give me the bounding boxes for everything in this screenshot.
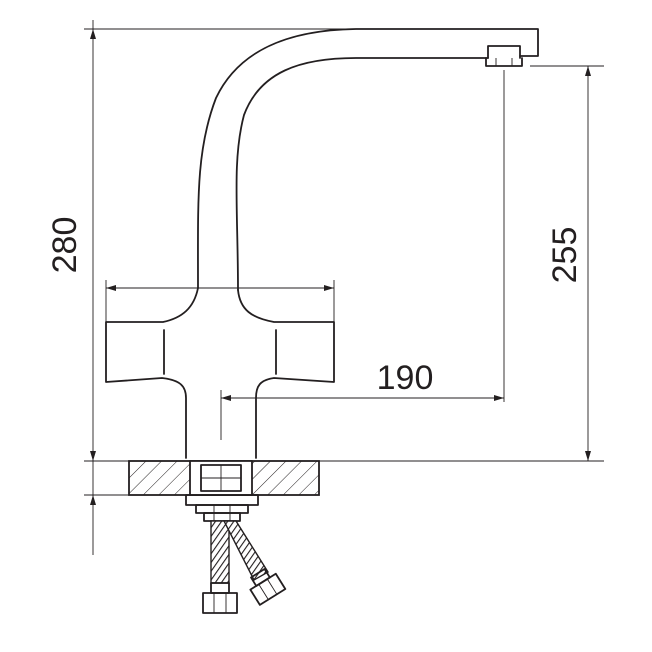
mounting-assembly bbox=[185, 494, 259, 522]
spout bbox=[197, 28, 539, 291]
spout-height-label: 255 bbox=[546, 227, 584, 284]
counter-top bbox=[128, 460, 320, 496]
dimension-overall-height: 280 bbox=[46, 20, 538, 555]
overall-height-label: 280 bbox=[46, 217, 84, 274]
dimension-spout-height: 255 bbox=[319, 65, 604, 462]
spout-reach-label: 190 bbox=[377, 359, 434, 397]
handle-span-guide bbox=[105, 280, 335, 322]
dimension-spout-reach: 190 bbox=[220, 70, 505, 440]
supply-hoses bbox=[202, 520, 287, 614]
mixer-body bbox=[105, 287, 335, 459]
